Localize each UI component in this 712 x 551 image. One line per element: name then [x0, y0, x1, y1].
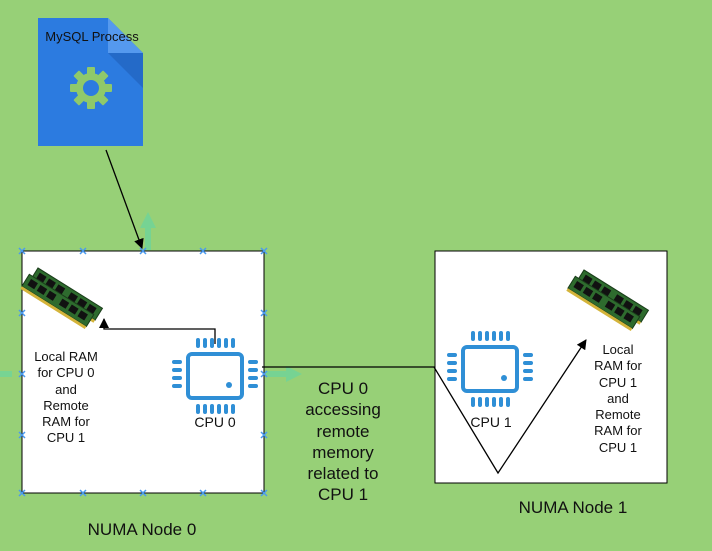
selection-handles[interactable] — [18, 247, 268, 497]
cpu0-to-remote-ram-arrow[interactable] — [262, 339, 587, 475]
ram-label-node1: Local RAM for CPU 1 and Remote RAM for C… — [594, 342, 642, 455]
cpu-label-node0: CPU 0 — [194, 414, 236, 430]
gear-document-icon[interactable] — [38, 18, 143, 146]
ram-label-node0: Local RAM for CPU 0 and Remote RAM for C… — [34, 349, 98, 446]
hint-arrow-left-edge — [0, 371, 12, 377]
process-to-node0-arrow[interactable] — [105, 149, 144, 249]
cpu-label-node1: CPU 1 — [470, 414, 512, 430]
process-label: MySQL Process — [45, 29, 139, 44]
cpu0-to-local-ram-arrow[interactable] — [99, 318, 216, 344]
numa-node-0-label: NUMA Node 0 — [87, 520, 197, 539]
numa-node-1-label: NUMA Node 1 — [518, 498, 628, 517]
hint-arrow-up — [140, 212, 156, 250]
hint-arrow-right — [266, 366, 302, 382]
access-annotation: CPU 0 accessing remote memory related to… — [305, 379, 381, 505]
